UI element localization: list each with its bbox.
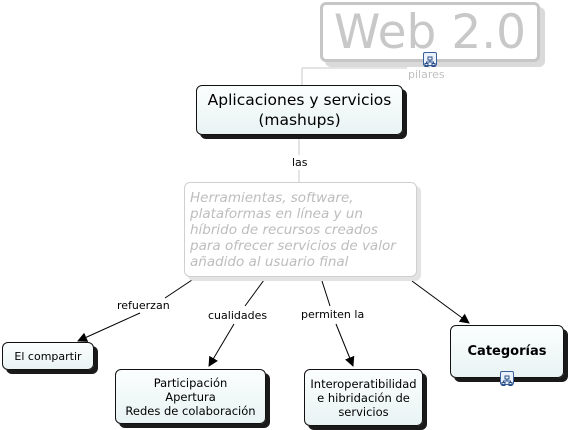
node-aplicaciones-servicios-label: Aplicaciones y servicios (mashups) (207, 91, 392, 129)
edge-desc-categorias (411, 280, 470, 324)
link-label-cualidades: cualidades (207, 309, 269, 322)
edge-refuerzan-compartir (77, 312, 141, 342)
concept-map-icon[interactable] (500, 371, 514, 386)
node-interoperatibilidad[interactable]: Interoperatibilidad e hibridación de ser… (304, 369, 423, 426)
node-categorias-label: Categorías (467, 344, 547, 359)
node-el-compartir-label: El compartir (14, 349, 82, 363)
concept-map-icon[interactable] (423, 52, 437, 67)
node-participacion[interactable]: Participación Apertura Redes de colabora… (115, 369, 266, 424)
node-herramientas-description[interactable]: Herramientas, software, plataformas en l… (184, 182, 417, 277)
link-label-las: las (291, 156, 309, 169)
edge-desc-refuerzan (164, 277, 196, 299)
node-herramientas-description-label: Herramientas, software, plataformas en l… (190, 189, 396, 270)
edge-desc-permiten (321, 280, 331, 307)
link-label-permiten-la: permiten la (300, 308, 366, 321)
concept-map-icon-glyph (424, 56, 436, 67)
node-interoperatibilidad-label: Interoperatibilidad e hibridación de ser… (310, 376, 417, 419)
link-label-pilares: pilares (408, 68, 445, 81)
edge-cualidades-part (208, 323, 235, 367)
concept-map-icon-glyph (501, 375, 513, 386)
node-aplicaciones-servicios[interactable]: Aplicaciones y servicios (mashups) (196, 85, 403, 135)
edge-desc-cualidades (244, 279, 265, 307)
node-el-compartir[interactable]: El compartir (2, 342, 94, 370)
link-label-refuerzan: refuerzan (116, 299, 171, 312)
edge-permiten-interop (335, 323, 355, 367)
node-participacion-label: Participación Apertura Redes de colabora… (125, 375, 256, 418)
node-web-2-0-label: Web 2.0 (333, 4, 527, 60)
